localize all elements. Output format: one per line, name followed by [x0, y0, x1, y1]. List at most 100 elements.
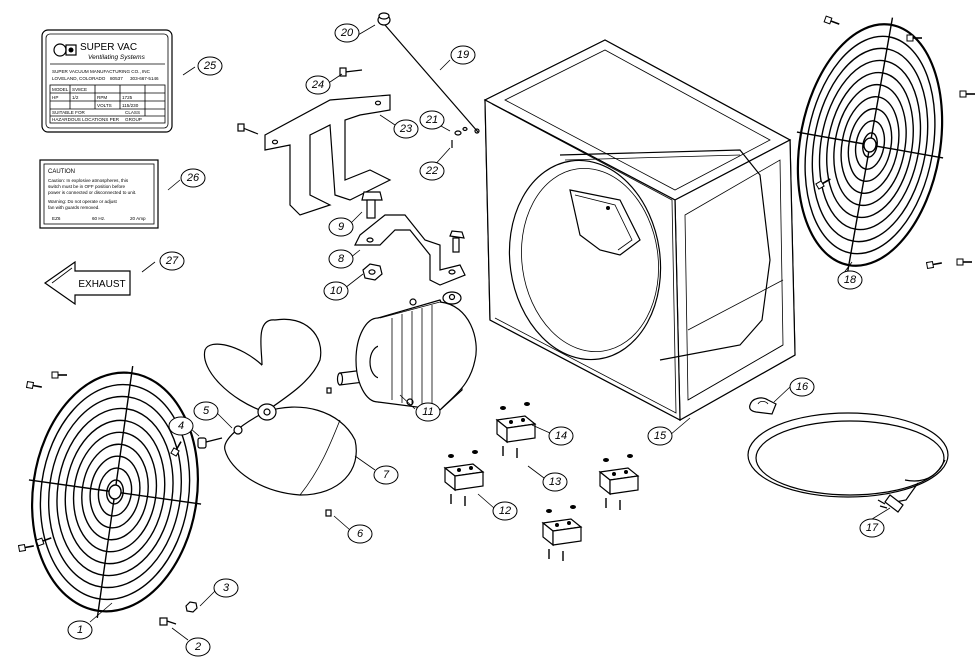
screw-2	[159, 617, 177, 626]
callout-25: 25	[197, 56, 223, 76]
callout-14: 14	[548, 426, 574, 446]
svg-text:15: 15	[654, 430, 667, 442]
svg-text:18: 18	[844, 274, 857, 286]
svg-text:21: 21	[425, 114, 438, 126]
bolt-8b	[449, 230, 465, 253]
svg-text:25: 25	[203, 60, 217, 72]
svg-text:6: 6	[357, 528, 364, 540]
warning-line1: Caution: In explosive atmospheres, this	[48, 178, 129, 183]
isolator-mount-12b	[541, 505, 583, 561]
svg-text:26: 26	[186, 172, 200, 184]
callout-1: 1	[67, 620, 93, 640]
nameplate-class-label: CLASS	[125, 110, 140, 115]
nameplate-label: SUPER VAC Ventilating Systems SUPER VACU…	[41, 29, 173, 133]
exhaust-text: EXHAUST	[78, 279, 125, 290]
nameplate-subtitle: Ventilating Systems	[88, 54, 146, 61]
svg-text:22: 22	[425, 165, 438, 177]
svg-text:5: 5	[203, 405, 210, 417]
nameplate-hazard-line2: HAZARDOUS LOCATIONS PER	[52, 117, 120, 122]
svg-text:19: 19	[457, 49, 469, 61]
nameplate-model-value: SV8CE	[72, 87, 87, 92]
callout-26: 26	[180, 168, 206, 188]
nameplate-hp-value: 1/2	[72, 95, 79, 100]
callout-8: 8	[328, 249, 354, 269]
svg-text:27: 27	[165, 255, 179, 267]
isolator-mount-14	[495, 402, 537, 458]
callout-23: 23	[393, 119, 419, 139]
callout-9: 9	[328, 217, 354, 237]
nut-10	[362, 263, 383, 281]
screw-23-left	[237, 123, 259, 135]
svg-text:17: 17	[866, 522, 879, 534]
nameplate-volts-value: 115/230	[122, 103, 139, 108]
nameplate-model-label: MODEL	[52, 87, 69, 92]
callout-4: 4	[168, 416, 194, 436]
rod-knob	[377, 12, 391, 26]
power-cord	[747, 412, 949, 513]
exhaust-arrow-label: EXHAUST	[43, 260, 131, 306]
svg-text:3: 3	[223, 582, 230, 594]
nameplate-hp-label: HP	[52, 95, 58, 100]
warning-line3: power is connected or disconnected to un…	[48, 190, 136, 195]
callout-18: 18	[837, 270, 863, 290]
callout-27: 27	[159, 251, 185, 271]
svg-text:13: 13	[549, 476, 562, 488]
svg-text:2: 2	[194, 641, 201, 653]
callout-15: 15	[647, 426, 673, 446]
callout-20: 20	[334, 23, 360, 43]
warning-title: CAUTION	[48, 169, 75, 175]
warning-label: CAUTION Caution: In explosive atmosphere…	[39, 159, 159, 229]
motor	[336, 291, 477, 411]
mounting-plate	[264, 94, 392, 216]
callout-2: 2	[185, 637, 211, 657]
svg-text:8: 8	[338, 253, 345, 265]
callout-21: 21	[419, 110, 445, 130]
washer-21	[454, 126, 468, 136]
svg-text:20: 20	[340, 27, 354, 39]
callout-6: 6	[347, 524, 373, 544]
nameplate-group-label: GROUP	[125, 117, 142, 122]
nameplate-company: SUPER VACUUM MANUFACTURING CO., INC	[52, 69, 151, 74]
fan-guard-front	[17, 365, 202, 619]
warning-line4: Warning: Do not operate or adjust	[48, 199, 117, 204]
callout-12: 12	[492, 501, 518, 521]
callout-24: 24	[305, 75, 331, 95]
nameplate-brand: SUPER VAC	[80, 42, 137, 53]
super-vac-logo-icon	[53, 43, 77, 57]
isolator-mount-12	[443, 450, 485, 506]
nameplate-rpm-label: RPM	[97, 95, 107, 100]
callout-22: 22	[419, 161, 445, 181]
bolt-4	[197, 437, 223, 449]
nameplate-rpm-value: 1725	[122, 95, 133, 100]
motor-mount-bracket	[354, 214, 466, 286]
warning-footer3: 20 Amp	[130, 216, 146, 221]
nameplate-phone: 303-667-5146	[130, 76, 159, 81]
callout-11: 11	[415, 402, 441, 422]
callout-10: 10	[323, 281, 349, 301]
svg-text:1: 1	[77, 624, 83, 636]
nut-3	[185, 601, 198, 613]
svg-text:12: 12	[499, 505, 511, 517]
warning-line5: fan with guards removed.	[48, 205, 100, 210]
callout-13: 13	[542, 472, 568, 492]
isolator-mount-13	[598, 454, 640, 510]
svg-text:24: 24	[311, 79, 324, 91]
bolt-9	[361, 191, 383, 219]
callout-5: 5	[193, 401, 219, 421]
callout-19: 19	[450, 45, 476, 65]
svg-text:4: 4	[178, 420, 184, 432]
nameplate-hazard-line1: SUITABLE FOR	[52, 110, 86, 115]
callout-17: 17	[859, 518, 885, 538]
fan-guard-rear	[796, 15, 975, 273]
nameplate-address: LOVELAND, COLORADO	[52, 76, 106, 81]
nameplate-volts-label: VOLTS	[97, 103, 112, 108]
svg-text:9: 9	[338, 221, 344, 233]
fan-housing	[483, 39, 796, 422]
warning-footer1: EZ6	[52, 216, 61, 221]
svg-text:10: 10	[330, 285, 343, 297]
rod	[384, 22, 480, 134]
setscrew-7b	[326, 387, 332, 394]
propeller-blade	[203, 318, 357, 496]
